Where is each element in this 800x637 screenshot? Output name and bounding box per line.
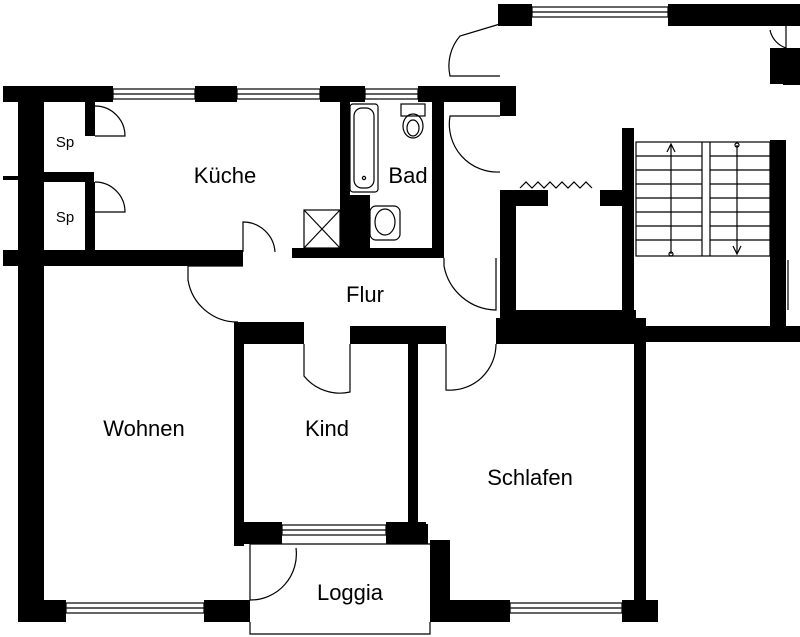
shower-tray bbox=[303, 209, 341, 249]
room-label-sp-lower: Sp bbox=[56, 209, 74, 226]
room-label-loggia: Loggia bbox=[317, 580, 384, 605]
doors bbox=[94, 23, 787, 601]
room-label-kind: Kind bbox=[305, 416, 349, 441]
room-label-kueche: Küche bbox=[194, 163, 256, 188]
windows bbox=[65, 6, 669, 614]
room-label-flur: Flur bbox=[346, 282, 384, 307]
bath-fixtures bbox=[303, 103, 426, 249]
bathtub bbox=[349, 103, 379, 193]
washbasin bbox=[369, 205, 401, 241]
room-label-schlafen: Schlafen bbox=[487, 465, 573, 490]
room-labels: Küche Bad Flur Wohnen Kind Schlafen Logg… bbox=[56, 134, 573, 605]
toilet bbox=[400, 103, 426, 117]
walls bbox=[3, 4, 800, 622]
loggia-outline bbox=[249, 543, 431, 635]
room-label-bad: Bad bbox=[388, 163, 427, 188]
staircase bbox=[519, 141, 789, 310]
room-label-wohnen: Wohnen bbox=[103, 416, 185, 441]
room-label-sp-upper: Sp bbox=[56, 134, 74, 151]
